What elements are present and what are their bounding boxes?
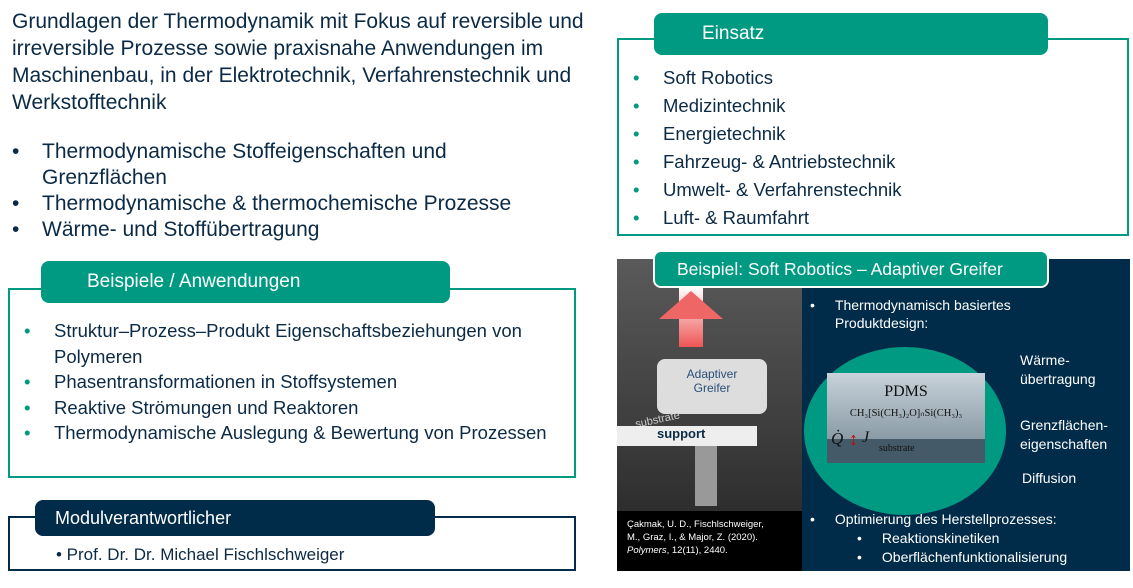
label-grenzflaeche: Grenzflächen-eigenschaften: [1020, 417, 1108, 452]
label-diffusion: Diffusion: [1022, 470, 1077, 486]
topic-item: Wärme- und Stoffübertragung: [12, 217, 532, 243]
citation: M., Graz, I., & Major, Z. (2020).: [627, 532, 758, 543]
einsatz-item: Umwelt- & Verfahrenstechnik: [619, 176, 1127, 204]
einsatz-item: Luft- & Raumfahrt: [619, 204, 1127, 232]
module-header: Modulverantwortlicher: [35, 500, 435, 536]
substrate-layer: substrate: [827, 439, 985, 463]
examples-header: Beispiele / Anwendungen: [41, 261, 450, 303]
substrate-layer-label: substrate: [879, 443, 915, 454]
sub-bullet: Oberflächenfunktionalisierung: [881, 549, 1068, 565]
qdot-symbol: Q̇: [831, 429, 844, 448]
einsatz-box: Soft Robotics Medizintechnik Energietech…: [617, 38, 1129, 236]
intro-text: Grundlagen der Thermodynamik mit Fokus a…: [12, 10, 584, 114]
example-item: Phasentransformationen in Stoffsystemen: [10, 369, 550, 395]
einsatz-item: Fahrzeug- & Antriebstechnik: [619, 148, 1127, 176]
support-label: support: [617, 426, 757, 446]
double-arrow-icon: ↕: [849, 429, 858, 449]
label-waerme: Wärme-übertragung: [1020, 352, 1096, 387]
einsatz-item: Medizintechnik: [619, 92, 1127, 120]
einsatz-item: Energietechnik: [619, 120, 1127, 148]
example-item: Struktur–Prozess–Produkt Eigenschaftsbez…: [10, 318, 550, 369]
citation-journal: Polymers: [627, 545, 667, 556]
gripper-photo: Adaptiver Greifer substrate support Çakm…: [617, 259, 802, 571]
j-symbol: J: [862, 429, 870, 446]
pdms-label: PDMS: [884, 383, 928, 400]
gripper-label: Adaptiver: [686, 367, 738, 381]
topic-list: Thermodynamische Stoffeigenschaften und …: [12, 139, 532, 243]
pdms-layer: PDMS CH₃[Si(CH₃)₂O]ₙSi(CH₃)₃: [827, 373, 985, 439]
example-item: Reaktive Strömungen und Reaktoren: [10, 395, 550, 421]
examples-box: Struktur–Prozess–Produkt Eigenschaftsbez…: [8, 288, 576, 478]
citation: Çakmak, U. D., Fischlschweiger,: [627, 519, 764, 530]
example-item: Thermodynamische Auslegung & Bewertung v…: [10, 420, 550, 446]
einsatz-item: Soft Robotics: [619, 64, 1127, 92]
process-bullet: Optimierung des Herstellprozesses:: [834, 511, 1057, 527]
example-header: Beispiel: Soft Robotics – Adaptiver Grei…: [653, 250, 1049, 288]
design-bullet: Thermodynamisch basiertes Produktdesign:: [834, 297, 1011, 331]
formula: CH₃[Si(CH₃)₂O]ₙSi(CH₃)₃: [849, 408, 963, 419]
gripper-label: Greifer: [693, 381, 731, 395]
example-panel: Adaptiver Greifer substrate support Çakm…: [617, 259, 1130, 571]
sub-bullet: Reaktionskinetiken: [881, 530, 1000, 546]
topic-item: Thermodynamische & thermochemische Proze…: [12, 191, 532, 217]
einsatz-header: Einsatz: [654, 13, 1048, 55]
topic-item: Thermodynamische Stoffeigenschaften und …: [12, 139, 532, 191]
citation: , 12(11), 2440.: [666, 545, 728, 556]
module-person: • Prof. Dr. Dr. Michael Fischlschweiger: [56, 545, 345, 564]
